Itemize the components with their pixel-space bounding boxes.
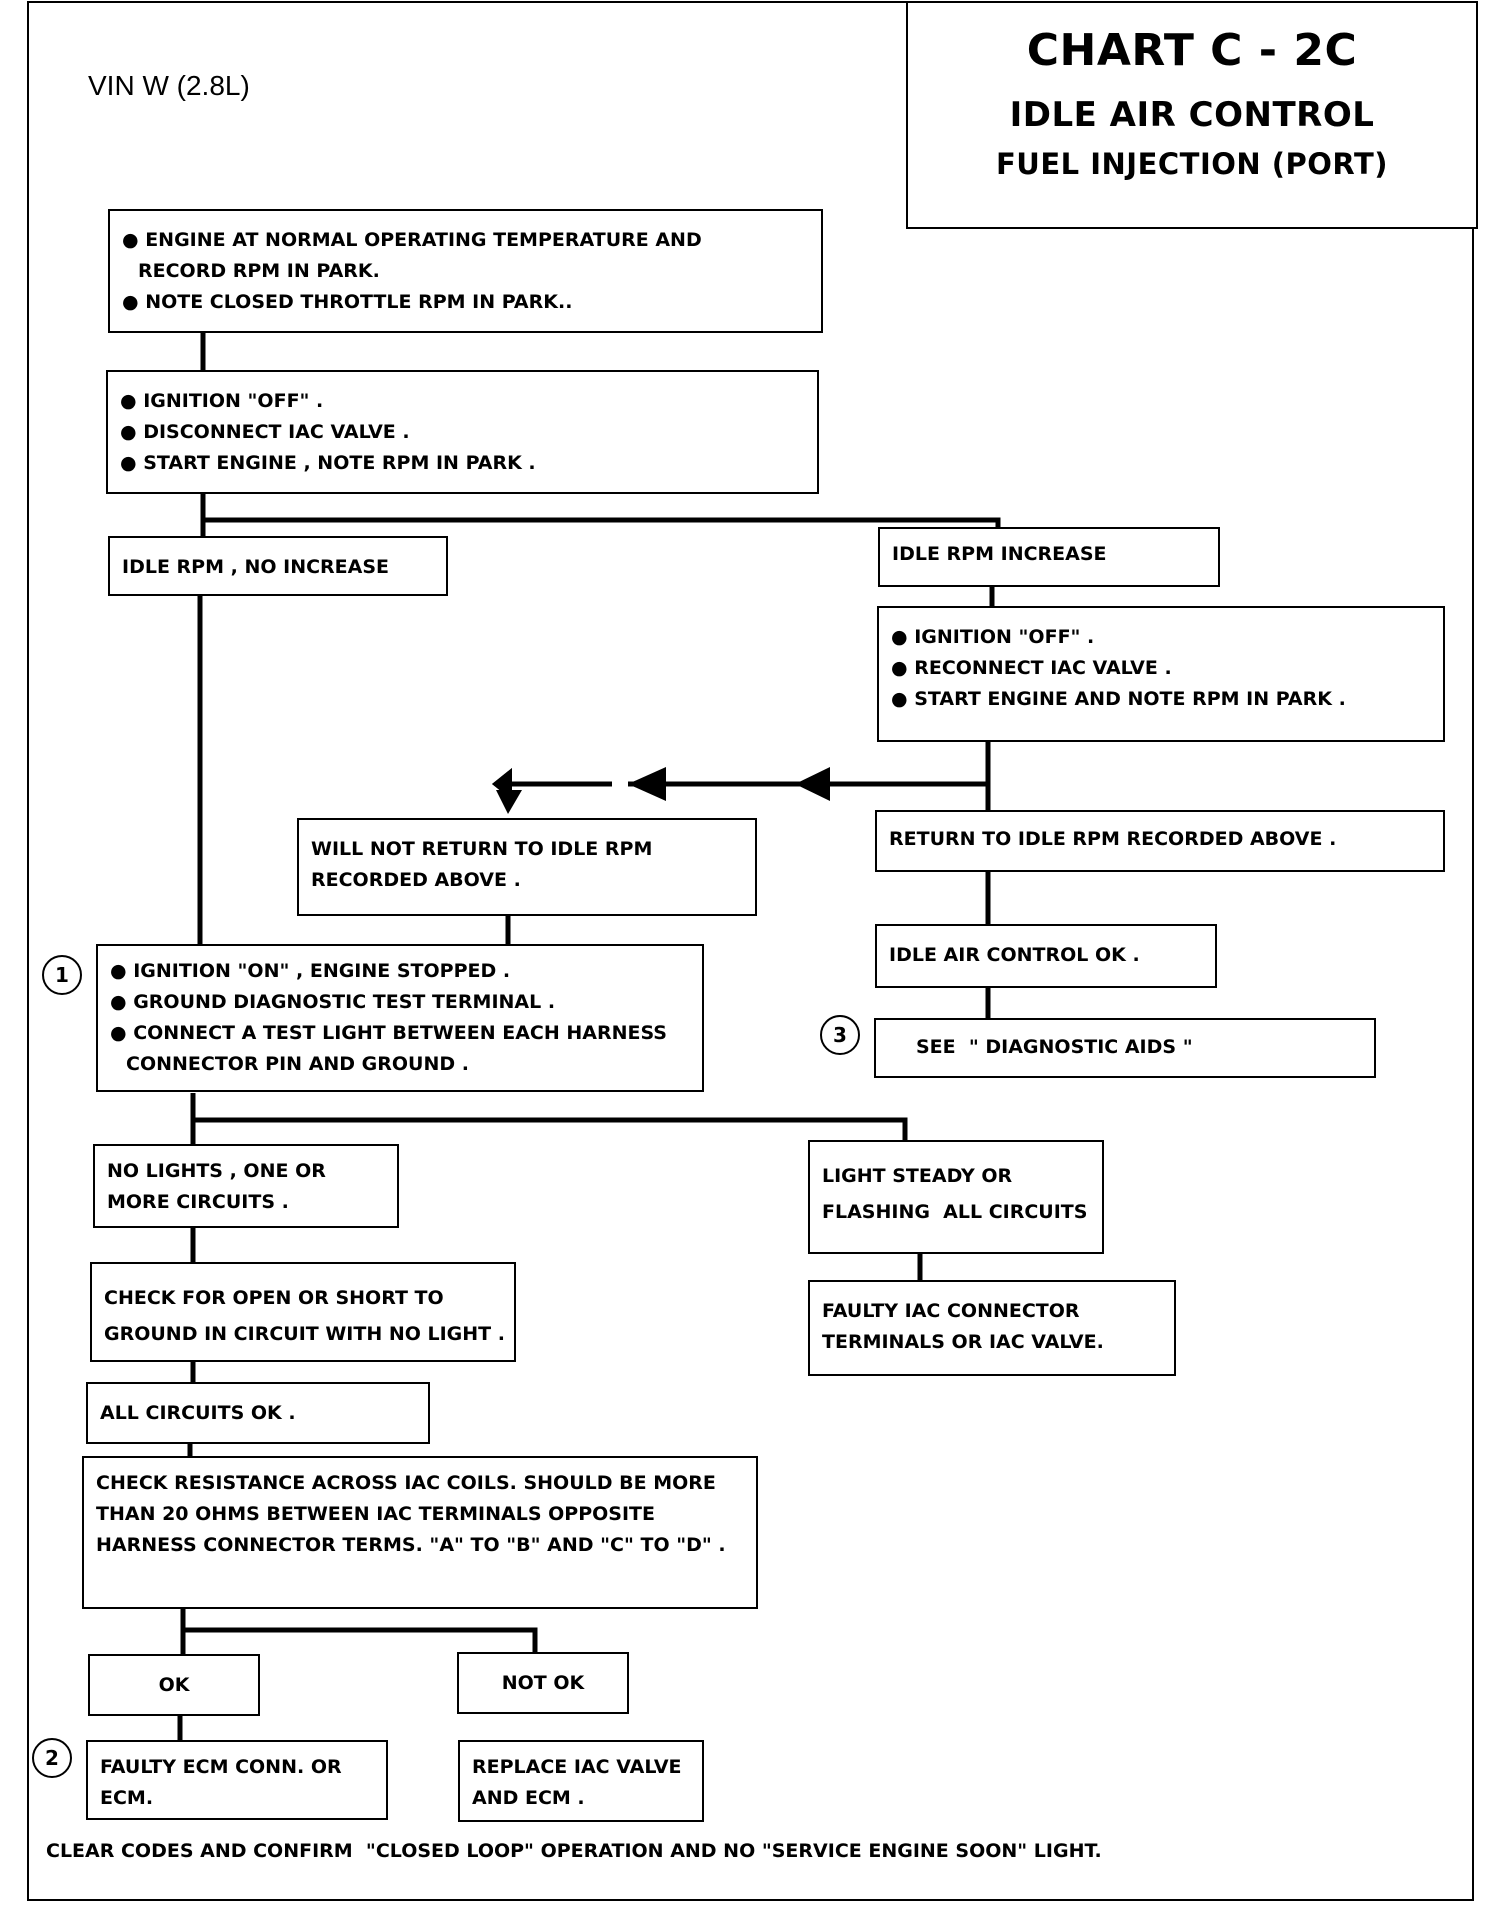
box-text: IDLE RPM INCREASE <box>892 543 1107 565</box>
box-text: NO LIGHTS , ONE OR <box>107 1160 326 1182</box>
box-text: TERMINALS OR IAC VALVE. <box>822 1331 1104 1353</box>
box-text: SEE " DIAGNOSTIC AIDS " <box>916 1036 1193 1058</box>
bullet-text: ● START ENGINE AND NOTE RPM IN PARK . <box>891 688 1346 710</box>
arrowhead-left-2 <box>628 767 666 801</box>
box-disconnect-iac: ● IGNITION "OFF" . ● DISCONNECT IAC VALV… <box>106 370 819 494</box>
box-text: FLASHING ALL CIRCUITS <box>822 1201 1088 1223</box>
page-frame <box>27 1 1474 1901</box>
vin-label: VIN W (2.8L) <box>88 70 250 101</box>
box-no-lights: NO LIGHTS , ONE OR MORE CIRCUITS . <box>93 1144 399 1228</box>
box-iac-ok: IDLE AIR CONTROL OK . <box>875 924 1217 988</box>
footer-note: CLEAR CODES AND CONFIRM "CLOSED LOOP" OP… <box>46 1840 1102 1862</box>
box-text: WILL NOT RETURN TO IDLE RPM <box>311 838 653 860</box>
bullet-text: ● GROUND DIAGNOSTIC TEST TERMINAL . <box>110 991 556 1013</box>
box-check-resistance: CHECK RESISTANCE ACROSS IAC COILS. SHOUL… <box>82 1456 758 1609</box>
box-text: NOT OK <box>501 1672 585 1694</box>
bullet-text: ● IGNITION "ON" , ENGINE STOPPED . <box>110 960 511 982</box>
bullet-text: ● DISCONNECT IAC VALVE . <box>120 421 410 443</box>
step-marker-1: 1 <box>42 955 82 995</box>
box-replace-iac: REPLACE IAC VALVE AND ECM . <box>458 1740 704 1822</box>
box-will-not-return: WILL NOT RETURN TO IDLE RPM RECORDED ABO… <box>297 818 757 916</box>
box-text: FAULTY IAC CONNECTOR <box>822 1300 1080 1322</box>
step-marker-3: 3 <box>820 1015 860 1055</box>
bullet-text: ● RECONNECT IAC VALVE . <box>891 657 1172 679</box>
bullet-text: ● IGNITION "OFF" . <box>891 626 1095 648</box>
box-text: MORE CIRCUITS . <box>107 1191 289 1213</box>
box-text: LIGHT STEADY OR <box>822 1165 1013 1187</box>
bullet-text: ● NOTE CLOSED THROTTLE RPM IN PARK.. <box>122 291 573 313</box>
box-ok: OK <box>88 1654 260 1716</box>
bullet-text: ● START ENGINE , NOTE RPM IN PARK . <box>120 452 536 474</box>
box-text: CONNECTOR PIN AND GROUND . <box>126 1053 469 1075</box>
arrowheads <box>492 767 830 814</box>
box-text: IDLE RPM , NO INCREASE <box>122 556 390 578</box>
box-text: FAULTY ECM CONN. OR <box>100 1756 342 1778</box>
box-text: THAN 20 OHMS BETWEEN IAC TERMINALS OPPOS… <box>96 1503 655 1525</box>
title-block: CHART C - 2C IDLE AIR CONTROL FUEL INJEC… <box>906 1 1478 229</box>
box-text: REPLACE IAC VALVE <box>472 1756 682 1778</box>
box-text: OK <box>158 1674 190 1696</box>
box-text: CHECK FOR OPEN OR SHORT TO <box>104 1287 444 1309</box>
box-text: AND ECM . <box>472 1787 585 1809</box>
chart-title: CHART C - 2C <box>1026 25 1358 76</box>
bullet-text: ● CONNECT A TEST LIGHT BETWEEN EACH HARN… <box>110 1022 667 1044</box>
chart-subtitle-2: FUEL INJECTION (PORT) <box>995 147 1388 181</box>
bullet-text: ● ENGINE AT NORMAL OPERATING TEMPERATURE… <box>122 229 702 251</box>
box-not-ok: NOT OK <box>457 1652 629 1714</box>
box-text: GROUND IN CIRCUIT WITH NO LIGHT . <box>104 1323 505 1345</box>
box-test-light: ● IGNITION "ON" , ENGINE STOPPED . ● GRO… <box>96 944 704 1092</box>
box-diagnostic-aids: SEE " DIAGNOSTIC AIDS " <box>874 1018 1376 1078</box>
box-text: CHECK RESISTANCE ACROSS IAC COILS. SHOUL… <box>96 1472 716 1494</box>
box-engine-temperature: ● ENGINE AT NORMAL OPERATING TEMPERATURE… <box>108 209 823 333</box>
step-marker-2: 2 <box>32 1738 72 1778</box>
box-text: HARNESS CONNECTOR TERMS. "A" TO "B" AND … <box>96 1534 726 1556</box>
box-all-circuits-ok: ALL CIRCUITS OK . <box>86 1382 430 1444</box>
box-text: IDLE AIR CONTROL OK . <box>889 944 1140 966</box>
box-text: ALL CIRCUITS OK . <box>100 1402 296 1424</box>
box-idle-increase: IDLE RPM INCREASE <box>878 527 1220 587</box>
box-idle-no-increase: IDLE RPM , NO INCREASE <box>108 536 448 596</box>
box-faulty-ecm: FAULTY ECM CONN. OR ECM. <box>86 1740 388 1820</box>
bullet-text: ● IGNITION "OFF" . <box>120 390 324 412</box>
box-text: RECORDED ABOVE . <box>311 869 521 891</box>
chart-subtitle: IDLE AIR CONTROL <box>1009 95 1375 135</box>
box-faulty-iac-connector: FAULTY IAC CONNECTOR TERMINALS OR IAC VA… <box>808 1280 1176 1376</box>
box-return-to-idle: RETURN TO IDLE RPM RECORDED ABOVE . <box>875 810 1445 872</box>
box-text: RETURN TO IDLE RPM RECORDED ABOVE . <box>889 828 1337 850</box>
box-check-open-short: CHECK FOR OPEN OR SHORT TO GROUND IN CIR… <box>90 1262 516 1362</box>
arrowhead-left-3 <box>795 767 830 801</box>
box-text: RECORD RPM IN PARK. <box>138 260 380 282</box>
box-reconnect-iac: ● IGNITION "OFF" . ● RECONNECT IAC VALVE… <box>877 606 1445 742</box>
box-text: ECM. <box>100 1787 154 1809</box>
arrowhead-down <box>496 790 522 814</box>
box-light-steady: LIGHT STEADY OR FLASHING ALL CIRCUITS <box>808 1140 1104 1254</box>
